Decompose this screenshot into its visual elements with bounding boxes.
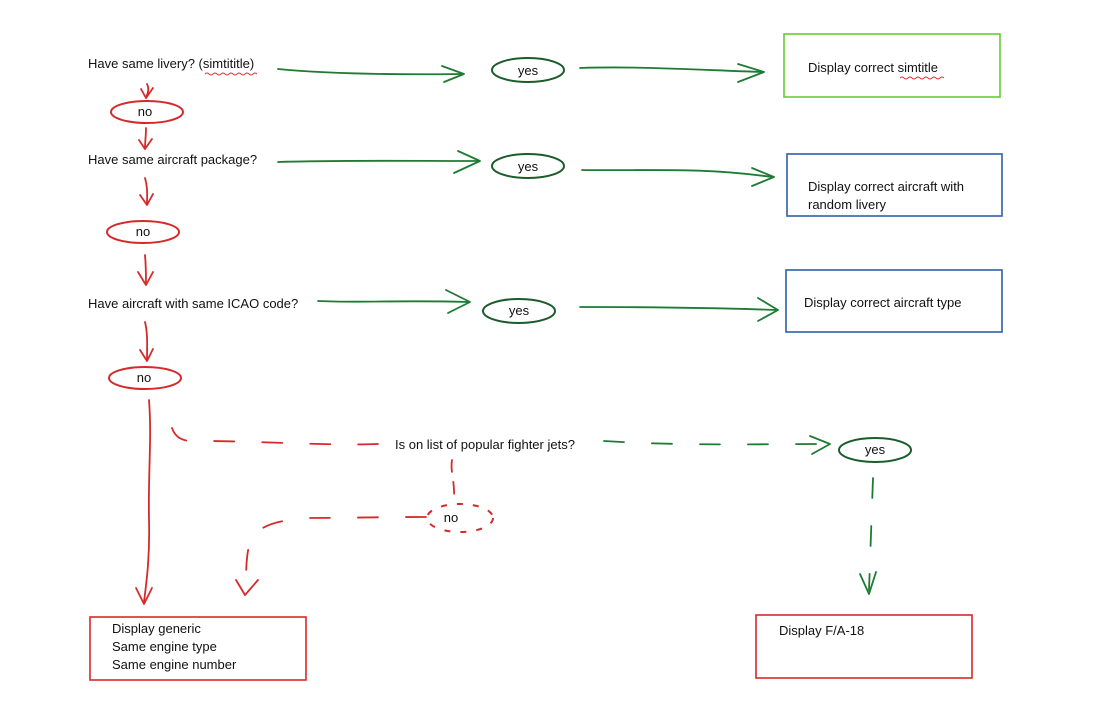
arrow-yes-fa18 [868,477,874,591]
no-ellipse-3 [108,366,182,390]
yes-label-3: yes [509,303,530,318]
outcome-generic-line1: Display generic [112,621,201,636]
arrow-icao-no-head [139,348,154,362]
spellcheck-underline-2 [899,76,945,80]
yes-ellipse-2 [491,153,565,179]
arrow-package-no [144,177,149,205]
arrow-icao-yes-head [445,289,471,314]
arrow-icao-no [144,321,149,361]
arrow-package-no-head [139,193,154,206]
arrow-icao-yes [317,300,469,303]
outcome-box-fa18 [755,614,973,679]
no-label-3: no [137,370,151,385]
arrow-package-yes [277,159,479,163]
arrow-livery-yes-head [441,65,465,83]
arrow-no-fighter [171,427,379,446]
arrow-no-package-head [138,138,153,150]
arrow-no-generic [143,399,152,603]
arrow-no-icao [144,254,147,285]
outcome-generic-line2: Same engine type [112,639,217,654]
question-package: Have same aircraft package? [88,152,257,167]
arrow-fighter-yes [603,440,829,446]
question-icao: Have aircraft with same ICAO code? [88,296,298,311]
outcome-box-type [785,269,1003,333]
arrow-no-generic-dashed-head [235,579,259,596]
arrow-no-package [144,127,147,149]
no-label-2: no [136,224,150,239]
yes-label-1: yes [518,63,539,78]
outcome-livery-line2: random livery [808,197,887,212]
outcome-box-livery [786,153,1003,217]
arrow-yes-type [579,306,777,311]
no-label-1: no [138,104,152,119]
arrow-fighter-yes-head [809,435,831,455]
arrow-fighter-no [450,459,456,501]
yes-ellipse-3 [482,298,556,324]
outcome-box-simtitle [783,33,1001,98]
outcome-livery-line1: Display correct aircraft with [808,179,964,194]
arrow-yes-livery-head [751,167,775,187]
no-label-4: no [444,510,458,525]
arrow-no-icao-head [137,271,154,286]
outcome-generic-line3: Same engine number [112,657,237,672]
yes-label-2: yes [518,159,539,174]
outcome-simtitle: Display correct simtitle [808,60,938,75]
question-fighter: Is on list of popular fighter jets? [395,437,575,452]
yes-label-4: yes [865,442,886,457]
arrow-yes-fa18-head [859,571,877,595]
yes-ellipse-1 [491,57,565,83]
no-ellipse-4 [426,503,494,533]
outcome-box-generic [89,616,307,681]
arrow-livery-no-head [140,87,154,99]
yes-ellipse-4 [838,437,912,463]
outcome-fa18: Display F/A-18 [779,623,864,638]
outcome-type: Display correct aircraft type [804,295,962,310]
arrow-no-generic-head [135,587,153,605]
arrow-yes-simtitle-head [737,63,765,83]
no-ellipse-1 [110,100,184,124]
arrow-yes-type-head [757,297,779,322]
arrow-livery-yes [277,68,463,76]
spellcheck-underline [204,72,258,76]
question-livery: Have same livery? (simtititle) [88,56,254,71]
arrow-package-yes-head [453,150,481,174]
no-ellipse-2 [106,220,180,244]
arrow-no-generic-dashed [245,516,427,593]
arrow-yes-livery [581,169,773,178]
arrow-yes-simtitle [579,66,763,73]
